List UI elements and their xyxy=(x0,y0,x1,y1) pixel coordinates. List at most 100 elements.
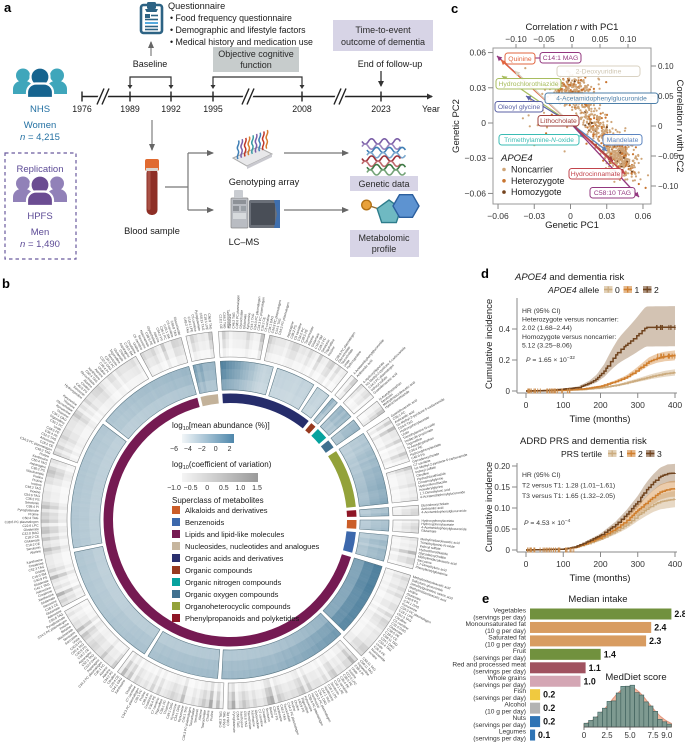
svg-text:0.06: 0.06 xyxy=(635,211,652,221)
svg-text:C48:2 TAG: C48:2 TAG xyxy=(222,312,227,329)
svg-text:Organic nitrogen compounds: Organic nitrogen compounds xyxy=(185,578,282,587)
svg-text:1: 1 xyxy=(619,449,624,459)
svg-text:Xanthosine: Xanthosine xyxy=(276,705,284,722)
svg-text:C34:2 PC: C34:2 PC xyxy=(317,336,328,351)
svg-text:Urate: Urate xyxy=(343,359,351,368)
svg-text:0.2: 0.2 xyxy=(543,717,555,727)
svg-text:Kynurenine: Kynurenine xyxy=(303,695,313,712)
svg-text:C18:2 CE: C18:2 CE xyxy=(260,316,267,332)
svg-text:0: 0 xyxy=(481,118,486,128)
svg-text:Xanthosine: Xanthosine xyxy=(323,685,335,701)
svg-text:Glutamate: Glutamate xyxy=(24,538,40,544)
svg-text:Choline: Choline xyxy=(80,381,91,392)
svg-text:C50:4 TAG: C50:4 TAG xyxy=(22,516,39,520)
svg-text:Niacinamide: Niacinamide xyxy=(139,329,150,347)
svg-text:1.1: 1.1 xyxy=(589,663,601,673)
svg-text:Inosine: Inosine xyxy=(368,650,379,660)
svg-text:3: 3 xyxy=(657,449,662,459)
svg-text:Quinine: Quinine xyxy=(508,56,532,63)
svg-text:Alanine: Alanine xyxy=(101,668,111,679)
svg-text:Glycocholate: Glycocholate xyxy=(173,316,182,336)
svg-text:1.4: 1.4 xyxy=(604,649,616,659)
svg-text:Year: Year xyxy=(422,104,440,114)
svg-text:Methylimidazoleacetic acid: Methylimidazoleacetic acid xyxy=(418,555,457,567)
svg-text:function: function xyxy=(240,60,272,70)
svg-text:Questionnaire: Questionnaire xyxy=(168,1,225,11)
svg-text:Legumes: Legumes xyxy=(499,729,527,736)
svg-text:C44:1 TAG: C44:1 TAG xyxy=(34,582,51,591)
svg-text:4-Acetamidophenylglucuronide: 4-Acetamidophenylglucuronide xyxy=(556,96,647,103)
svg-text:Glutamate: Glutamate xyxy=(310,332,320,348)
svg-text:Taurocholate: Taurocholate xyxy=(200,709,206,728)
svg-text:C34:1 DAG: C34:1 DAG xyxy=(403,599,420,610)
svg-text:outcome of dementia: outcome of dementia xyxy=(341,37,425,47)
svg-text:1.5: 1.5 xyxy=(252,485,262,492)
svg-text:C38:5 PE: C38:5 PE xyxy=(46,425,61,435)
svg-text:Glutamate: Glutamate xyxy=(388,624,403,636)
svg-text:C36:4 PE: C36:4 PE xyxy=(408,445,423,454)
svg-text:Thiamine: Thiamine xyxy=(56,408,70,419)
svg-text:Glutamate: Glutamate xyxy=(45,606,60,617)
svg-text:(10 g per day): (10 g per day) xyxy=(485,709,526,716)
svg-text:2023: 2023 xyxy=(371,104,391,114)
svg-text:C36:1 PC: C36:1 PC xyxy=(159,326,168,341)
svg-text:C48:2 TAG: C48:2 TAG xyxy=(35,446,52,455)
svg-text:Serotonin: Serotonin xyxy=(26,545,41,551)
svg-text:Hydrochlorothiazide: Hydrochlorothiazide xyxy=(498,81,558,88)
svg-text:Trimethylamine-N-oxide: Trimethylamine-N-oxide xyxy=(504,137,574,144)
svg-text:Lipids and lipid-like molecule: Lipids and lipid-like molecules xyxy=(185,530,284,539)
svg-text:C18:2 CE: C18:2 CE xyxy=(44,602,59,612)
svg-text:Time-to-event: Time-to-event xyxy=(355,25,411,35)
svg-text:Alanine: Alanine xyxy=(198,709,204,721)
svg-text:C34:1 DAG: C34:1 DAG xyxy=(317,689,328,706)
svg-text:Serotonin: Serotonin xyxy=(330,682,341,696)
svg-text:Trigonelline: Trigonelline xyxy=(49,413,66,425)
svg-text:Inosine: Inosine xyxy=(31,481,42,487)
svg-text:Genetic data: Genetic data xyxy=(358,179,409,189)
svg-text:C56:8 TAG: C56:8 TAG xyxy=(236,711,241,728)
svg-text:Time (months): Time (months) xyxy=(570,414,631,425)
svg-text:0: 0 xyxy=(570,34,575,44)
svg-text:C36:1 PC: C36:1 PC xyxy=(392,410,407,421)
svg-text:C44:1 TAG: C44:1 TAG xyxy=(274,318,282,335)
svg-text:C18:1 LPE: C18:1 LPE xyxy=(326,683,338,699)
svg-text:C38:4 PI: C38:4 PI xyxy=(353,664,364,676)
svg-text:Cumulative incidence: Cumulative incidence xyxy=(484,462,495,552)
svg-text:Fruit: Fruit xyxy=(513,648,526,655)
svg-text:0.2: 0.2 xyxy=(543,703,555,713)
svg-text:Hydrochlorothiazide: Hydrochlorothiazide xyxy=(418,480,448,489)
svg-text:C34:3 PC plasmalogen: C34:3 PC plasmalogen xyxy=(253,296,262,330)
svg-text:1,7-Dimethyluric acid: 1,7-Dimethyluric acid xyxy=(419,488,450,496)
svg-text:C36:2 PS: C36:2 PS xyxy=(290,324,299,339)
svg-text:Glutamate: Glutamate xyxy=(23,527,39,532)
svg-text:Methylimidazoleacetic acid: Methylimidazoleacetic acid xyxy=(420,537,460,545)
svg-text:Glutamate: Glutamate xyxy=(40,596,56,606)
svg-text:200: 200 xyxy=(593,559,607,569)
svg-text:0.05: 0.05 xyxy=(658,92,674,101)
svg-text:0: 0 xyxy=(506,387,511,396)
svg-text:Betaine: Betaine xyxy=(268,707,274,719)
svg-text:C5 carnitine: C5 carnitine xyxy=(132,333,144,351)
svg-text:Baseline: Baseline xyxy=(133,59,168,69)
svg-text:Glutamate: Glutamate xyxy=(406,592,422,602)
svg-text:−0.05: −0.05 xyxy=(533,34,555,44)
svg-text:Proline: Proline xyxy=(209,710,214,721)
svg-text:C40:9 PS: C40:9 PS xyxy=(297,698,306,713)
svg-text:−0.5: −0.5 xyxy=(184,485,198,492)
svg-text:−0.03: −0.03 xyxy=(524,211,546,221)
svg-text:Citrulline: Citrulline xyxy=(416,471,430,478)
svg-text:C36:2 PS: C36:2 PS xyxy=(272,706,279,721)
svg-text:• Food frequency questionnaire: • Food frequency questionnaire xyxy=(170,13,292,23)
svg-text:Metabolomic: Metabolomic xyxy=(358,233,410,243)
svg-text:2.5: 2.5 xyxy=(601,731,613,740)
svg-text:C34:2 PC: C34:2 PC xyxy=(297,327,306,342)
svg-text:Genotyping array: Genotyping array xyxy=(229,177,300,187)
svg-text:Adenosine: Adenosine xyxy=(39,435,55,445)
svg-text:0.05: 0.05 xyxy=(592,34,609,44)
svg-text:Time (months): Time (months) xyxy=(570,573,631,584)
svg-text:Alanine: Alanine xyxy=(153,331,161,343)
svg-text:0.5: 0.5 xyxy=(219,485,229,492)
svg-text:APOE4 and dementia risk: APOE4 and dementia risk xyxy=(514,272,625,283)
svg-text:Glycocholate: Glycocholate xyxy=(146,325,157,344)
svg-text:2.02 (1.68–2.44): 2.02 (1.68–2.44) xyxy=(522,325,572,332)
